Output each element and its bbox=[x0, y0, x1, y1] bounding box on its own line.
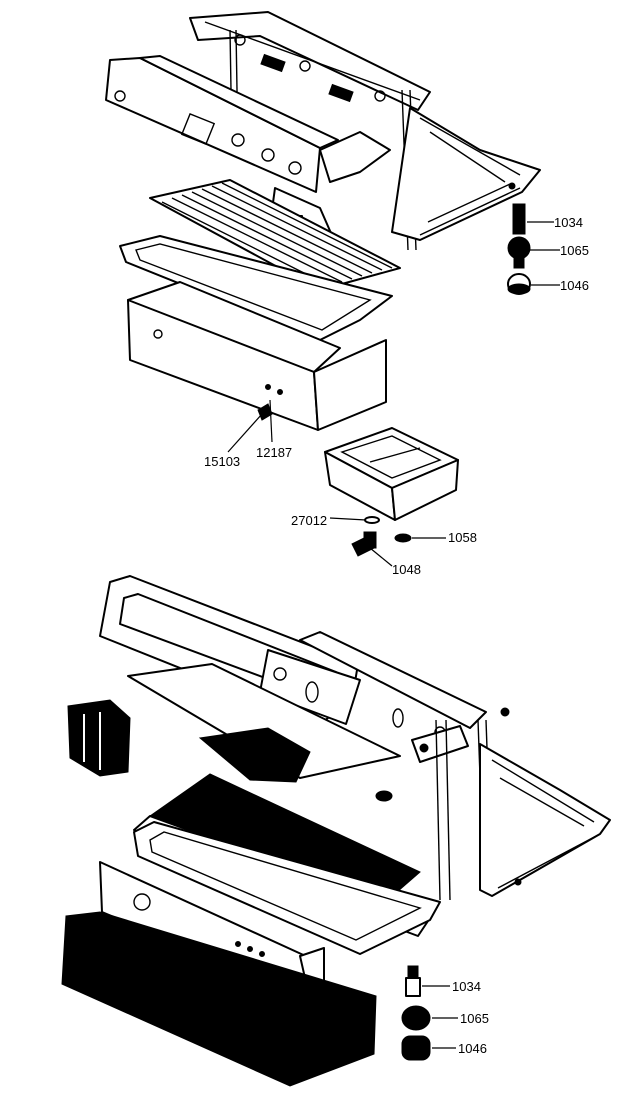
upper-drip-frame bbox=[119, 235, 393, 341]
lower-leveling-foot bbox=[401, 965, 431, 1061]
lower-leader-lines bbox=[422, 985, 458, 1049]
lower-control-housing bbox=[259, 649, 361, 725]
upper-grill-element bbox=[149, 179, 401, 291]
upper-drain-parts bbox=[351, 516, 412, 557]
lower-drip-frame bbox=[133, 821, 441, 955]
label-27012: 27012 bbox=[291, 513, 327, 528]
upper-side-tray bbox=[391, 107, 541, 241]
lower-thermostat-block bbox=[67, 699, 131, 777]
upper-housing-box bbox=[127, 281, 387, 431]
upper-leader-lines bbox=[227, 221, 560, 567]
label-12187: 12187 bbox=[256, 445, 292, 460]
lower-assembly: 1034 1065 1046 bbox=[61, 575, 611, 1087]
label-1065-upper: 1065 bbox=[560, 243, 589, 258]
lower-reflector-plate bbox=[127, 663, 401, 802]
label-1046-upper: 1046 bbox=[560, 278, 589, 293]
label-1034-lower: 1034 bbox=[452, 979, 481, 994]
label-1065-lower: 1065 bbox=[460, 1011, 489, 1026]
upper-drawer-tray bbox=[324, 427, 459, 521]
upper-leveling-foot bbox=[507, 203, 531, 295]
upper-grill-ribs bbox=[161, 182, 393, 287]
upper-assembly: 1034 1065 1046 15103 12187 27012 1058 10… bbox=[105, 11, 589, 577]
label-1048: 1048 bbox=[392, 562, 421, 577]
lower-base-block bbox=[61, 911, 377, 1087]
upper-control-panel bbox=[105, 55, 339, 193]
label-1034-upper: 1034 bbox=[554, 215, 583, 230]
label-1058: 1058 bbox=[448, 530, 477, 545]
label-1046-lower: 1046 bbox=[458, 1041, 487, 1056]
label-15103: 15103 bbox=[204, 454, 240, 469]
lower-side-tray bbox=[479, 743, 611, 897]
